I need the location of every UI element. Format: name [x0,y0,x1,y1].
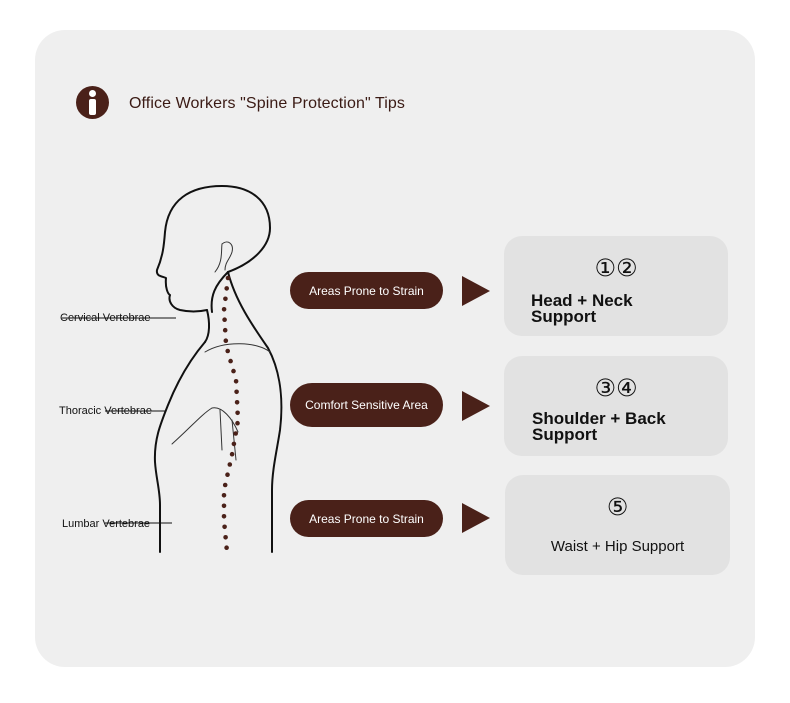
spine-dot [222,317,227,323]
spine-dot [231,441,237,447]
spine-dot [225,472,230,478]
lumbar-vertebrae-label: Lumbar Vertebrae [62,518,151,530]
spine-dot [235,410,240,416]
support-number: ①② [594,254,638,282]
strain-area-pill: Areas Prone to Strain [290,500,443,537]
spine-dot [231,368,236,374]
thoracic-vertebrae-label: Thoracic Vertebrae [59,405,152,417]
spine-dot [234,400,240,405]
support-label: Head + Neck Support [531,291,633,326]
play-arrow-icon [462,276,490,306]
comfort-area-pill: Comfort Sensitive Area [290,383,443,427]
spine-dot [221,514,227,519]
spine-dot [224,545,229,550]
head-neck-support-box: ①② Head + Neck Support [504,236,728,336]
support-label: Shoulder + Back Support [532,409,666,444]
strain-area-pill: Areas Prone to Strain [290,272,443,309]
spine-dot [225,275,231,281]
spine-dot [221,503,227,509]
page-title: Office Workers "Spine Protection" Tips [129,95,406,112]
spine-dot [222,524,227,530]
support-number: ⑤ [606,493,629,521]
support-label: Waist + Hip Support [550,538,685,555]
shoulder-back-support-box: ③④ Shoulder + Back Support [504,356,728,456]
spine-dot [223,296,228,302]
spine-dot [221,493,227,498]
spine-dot [225,348,230,354]
play-arrow-icon [462,503,490,533]
spine-dot [235,420,240,426]
spine-dot [229,451,235,457]
info-icon [76,86,109,119]
cervical-vertebrae-label: Cervical Vertebrae [60,312,151,324]
spine-dot [233,431,238,436]
waist-hip-support-box: ⑤ Waist + Hip Support [505,475,730,575]
spine-dot [227,462,233,467]
spine-dot [223,535,228,540]
play-arrow-icon [462,391,490,421]
spine-dot [222,327,228,333]
spine-dot [228,358,233,364]
spine-dot [221,307,227,312]
spine-dot [222,482,228,488]
spine-dot [223,338,229,344]
spine-dot [224,286,229,291]
spine-dot [234,389,239,395]
support-number: ③④ [594,374,638,402]
spine-dot [233,379,239,384]
